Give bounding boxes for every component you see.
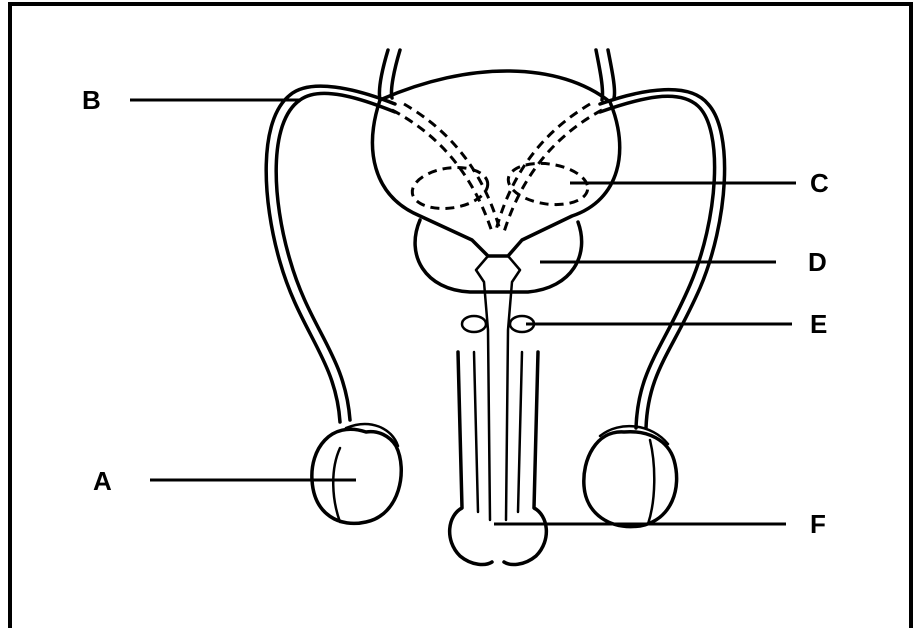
label-d: D	[808, 247, 827, 277]
urethra	[476, 256, 520, 520]
label-a: A	[93, 466, 112, 496]
bladder	[373, 71, 620, 256]
label-f: F	[810, 509, 826, 539]
label-e: E	[810, 309, 827, 339]
right-testis	[584, 426, 677, 526]
left-duct	[266, 86, 395, 422]
left-testis	[312, 424, 401, 523]
label-c: C	[810, 168, 829, 198]
penis	[450, 352, 547, 564]
diagram-frame	[10, 4, 911, 628]
bulbourethral-glands	[462, 316, 534, 332]
label-b: B	[82, 85, 101, 115]
seminal-vesicles	[392, 104, 602, 232]
ureters	[379, 50, 614, 100]
